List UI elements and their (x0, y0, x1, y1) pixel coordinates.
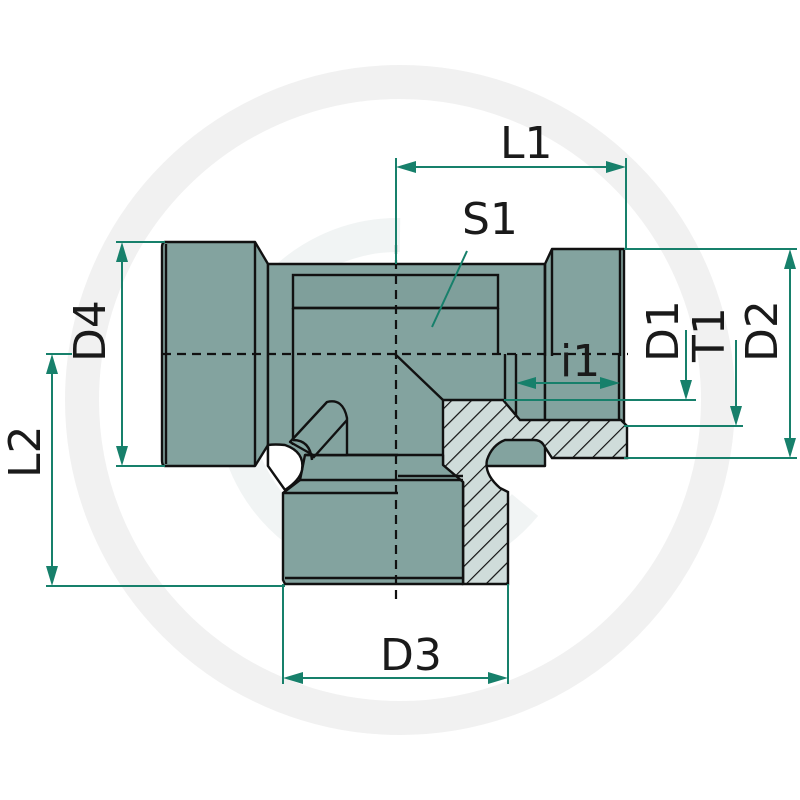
dimension-i1 (516, 377, 620, 389)
dimension-d1 (504, 330, 696, 401)
dimension-d3 (282, 584, 509, 684)
label-d4: D4 (65, 300, 116, 362)
relief-cutout (266, 443, 304, 492)
bottom-port (281, 453, 465, 586)
label-i1: i1 (560, 336, 600, 387)
label-s1: S1 (462, 194, 518, 245)
s1-leader (431, 250, 468, 328)
label-t1: T1 (684, 307, 735, 363)
dimension-t1 (624, 340, 743, 427)
label-d2: D2 (737, 300, 788, 362)
dimension-d4 (116, 241, 165, 467)
label-d1: D1 (638, 300, 689, 362)
lug (288, 400, 349, 461)
dimension-l1 (395, 158, 627, 264)
dimension-l2 (46, 353, 285, 587)
dimension-d2 (624, 248, 797, 459)
label-l2: L2 (0, 425, 51, 478)
section-hatch (441, 398, 629, 586)
label-l1: L1 (500, 118, 553, 169)
label-d3: D3 (380, 630, 442, 681)
